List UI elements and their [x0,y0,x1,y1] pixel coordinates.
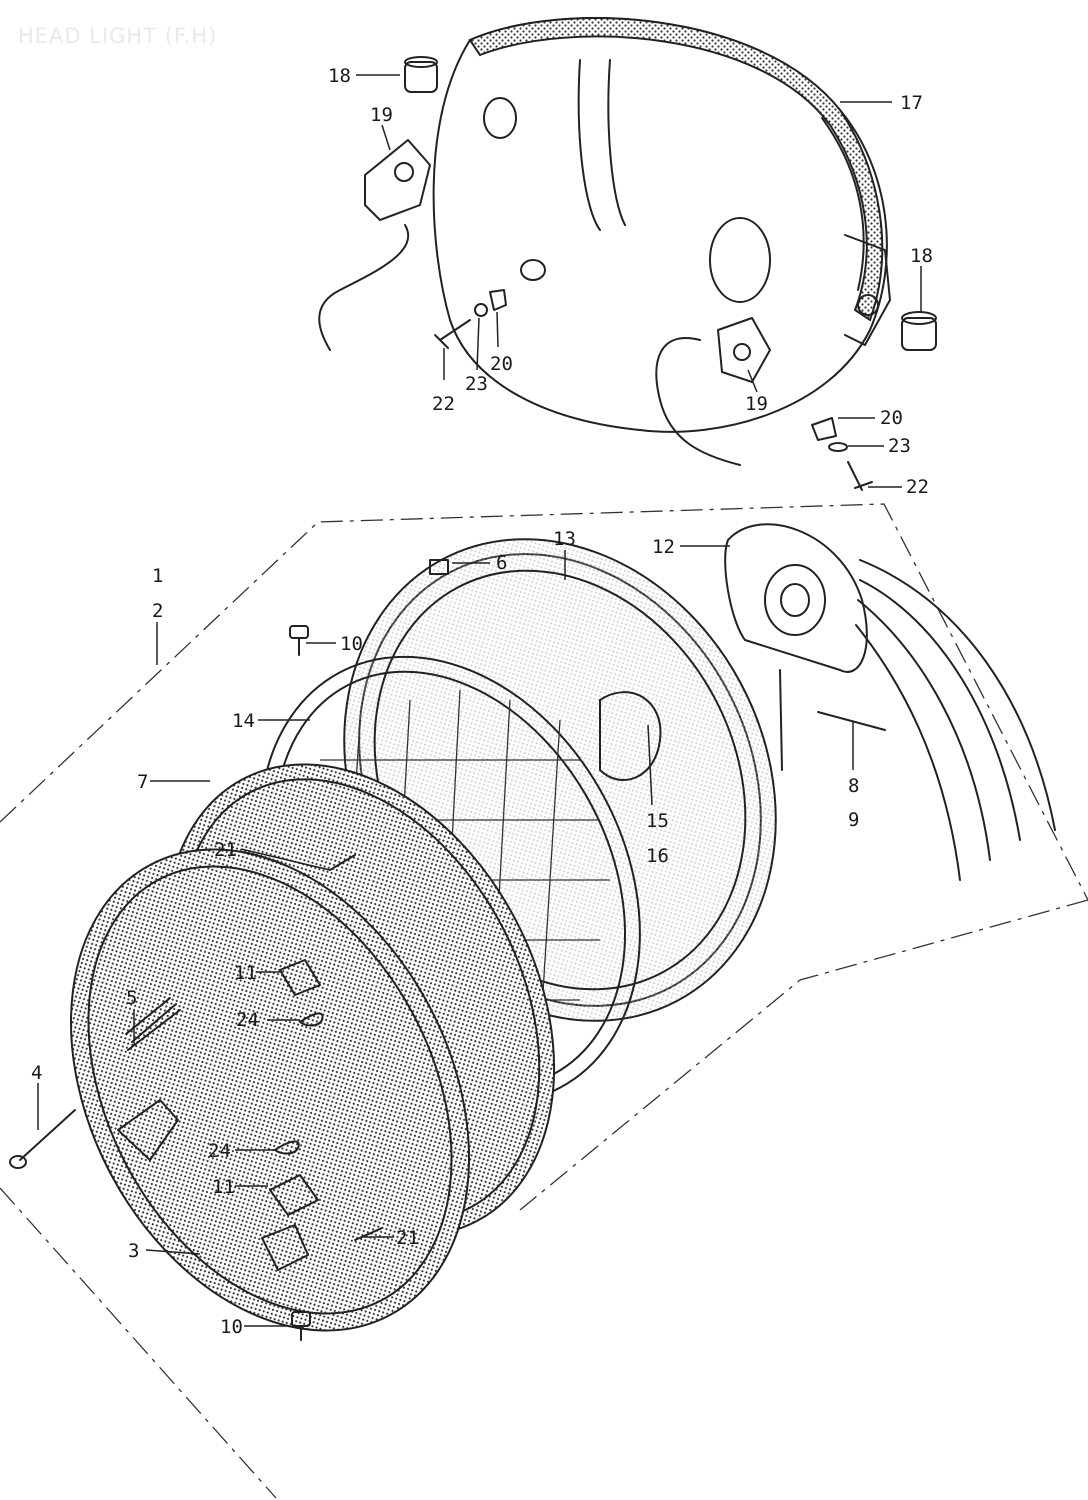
part-label-14: 14 [232,710,255,732]
part-label-22-right: 22 [906,476,929,498]
clip-nut-upper [279,959,321,996]
part-label-20-left: 20 [490,353,513,375]
part-label-18-top: 18 [328,65,351,87]
diagram-title: HEAD LIGHT (F.H) [18,24,218,48]
assembly-boundary-line [0,503,1088,901]
part-label-19-top: 19 [370,104,393,126]
part-label-18-right: 18 [910,245,933,267]
part-label-20-right: 20 [880,407,903,429]
part-label-4: 4 [31,1062,42,1084]
part-label-1: 1 [152,565,163,587]
outer-rim [70,848,470,1332]
screw-bottom-10 [291,1311,311,1341]
part-label-22-left: 22 [432,393,455,415]
part-label-7: 7 [137,771,148,793]
adjusting-screw [9,1109,76,1169]
screw-top-10 [289,625,309,656]
part-label-10-bottom: 10 [220,1316,243,1338]
part-label-12: 12 [652,536,675,558]
part-label-6: 6 [496,552,507,574]
part-label-11-bottom: 11 [212,1176,235,1198]
part-label-11-top: 11 [234,962,257,984]
part-label-16: 16 [646,845,669,867]
part-label-24-top: 24 [236,1009,259,1031]
part-label-9: 9 [848,809,859,831]
part-label-2: 2 [152,600,163,622]
part-label-8: 8 [848,775,859,797]
part-label-23-right: 23 [888,435,911,457]
part-label-5: 5 [126,987,137,1009]
assembly-boundary-line-lower [0,1187,277,1499]
assembly-boundary-line-right [519,899,1088,1211]
headlight-case [432,17,891,433]
bushing-right [901,311,937,351]
bolt-washer-nut-right [811,417,873,491]
terminal-bracket-right [655,317,771,466]
part-label-21-bottom: 21 [396,1227,419,1249]
screw-upper [329,854,356,871]
part-label-21-top: 21 [214,839,237,861]
clip-nut-lower [269,1174,319,1216]
leader-lines [37,74,922,1327]
cotter-pin-lower [274,1140,300,1155]
bushing-top [404,56,438,93]
terminal-bracket-left [318,139,431,351]
part-label-3: 3 [128,1240,139,1262]
bulb-socket-assembly [724,523,1056,881]
bolt-washer-nut-left [434,289,507,349]
part-label-10-top: 10 [340,633,363,655]
part-label-15: 15 [646,810,669,832]
part-label-23-left: 23 [465,373,488,395]
part-label-19-right: 19 [745,393,768,415]
part-label-17: 17 [900,92,923,114]
cotter-pin-upper [299,1012,324,1027]
screw-lower [354,1227,383,1241]
part-label-24-bottom: 24 [208,1140,231,1162]
part-label-13: 13 [553,528,576,550]
